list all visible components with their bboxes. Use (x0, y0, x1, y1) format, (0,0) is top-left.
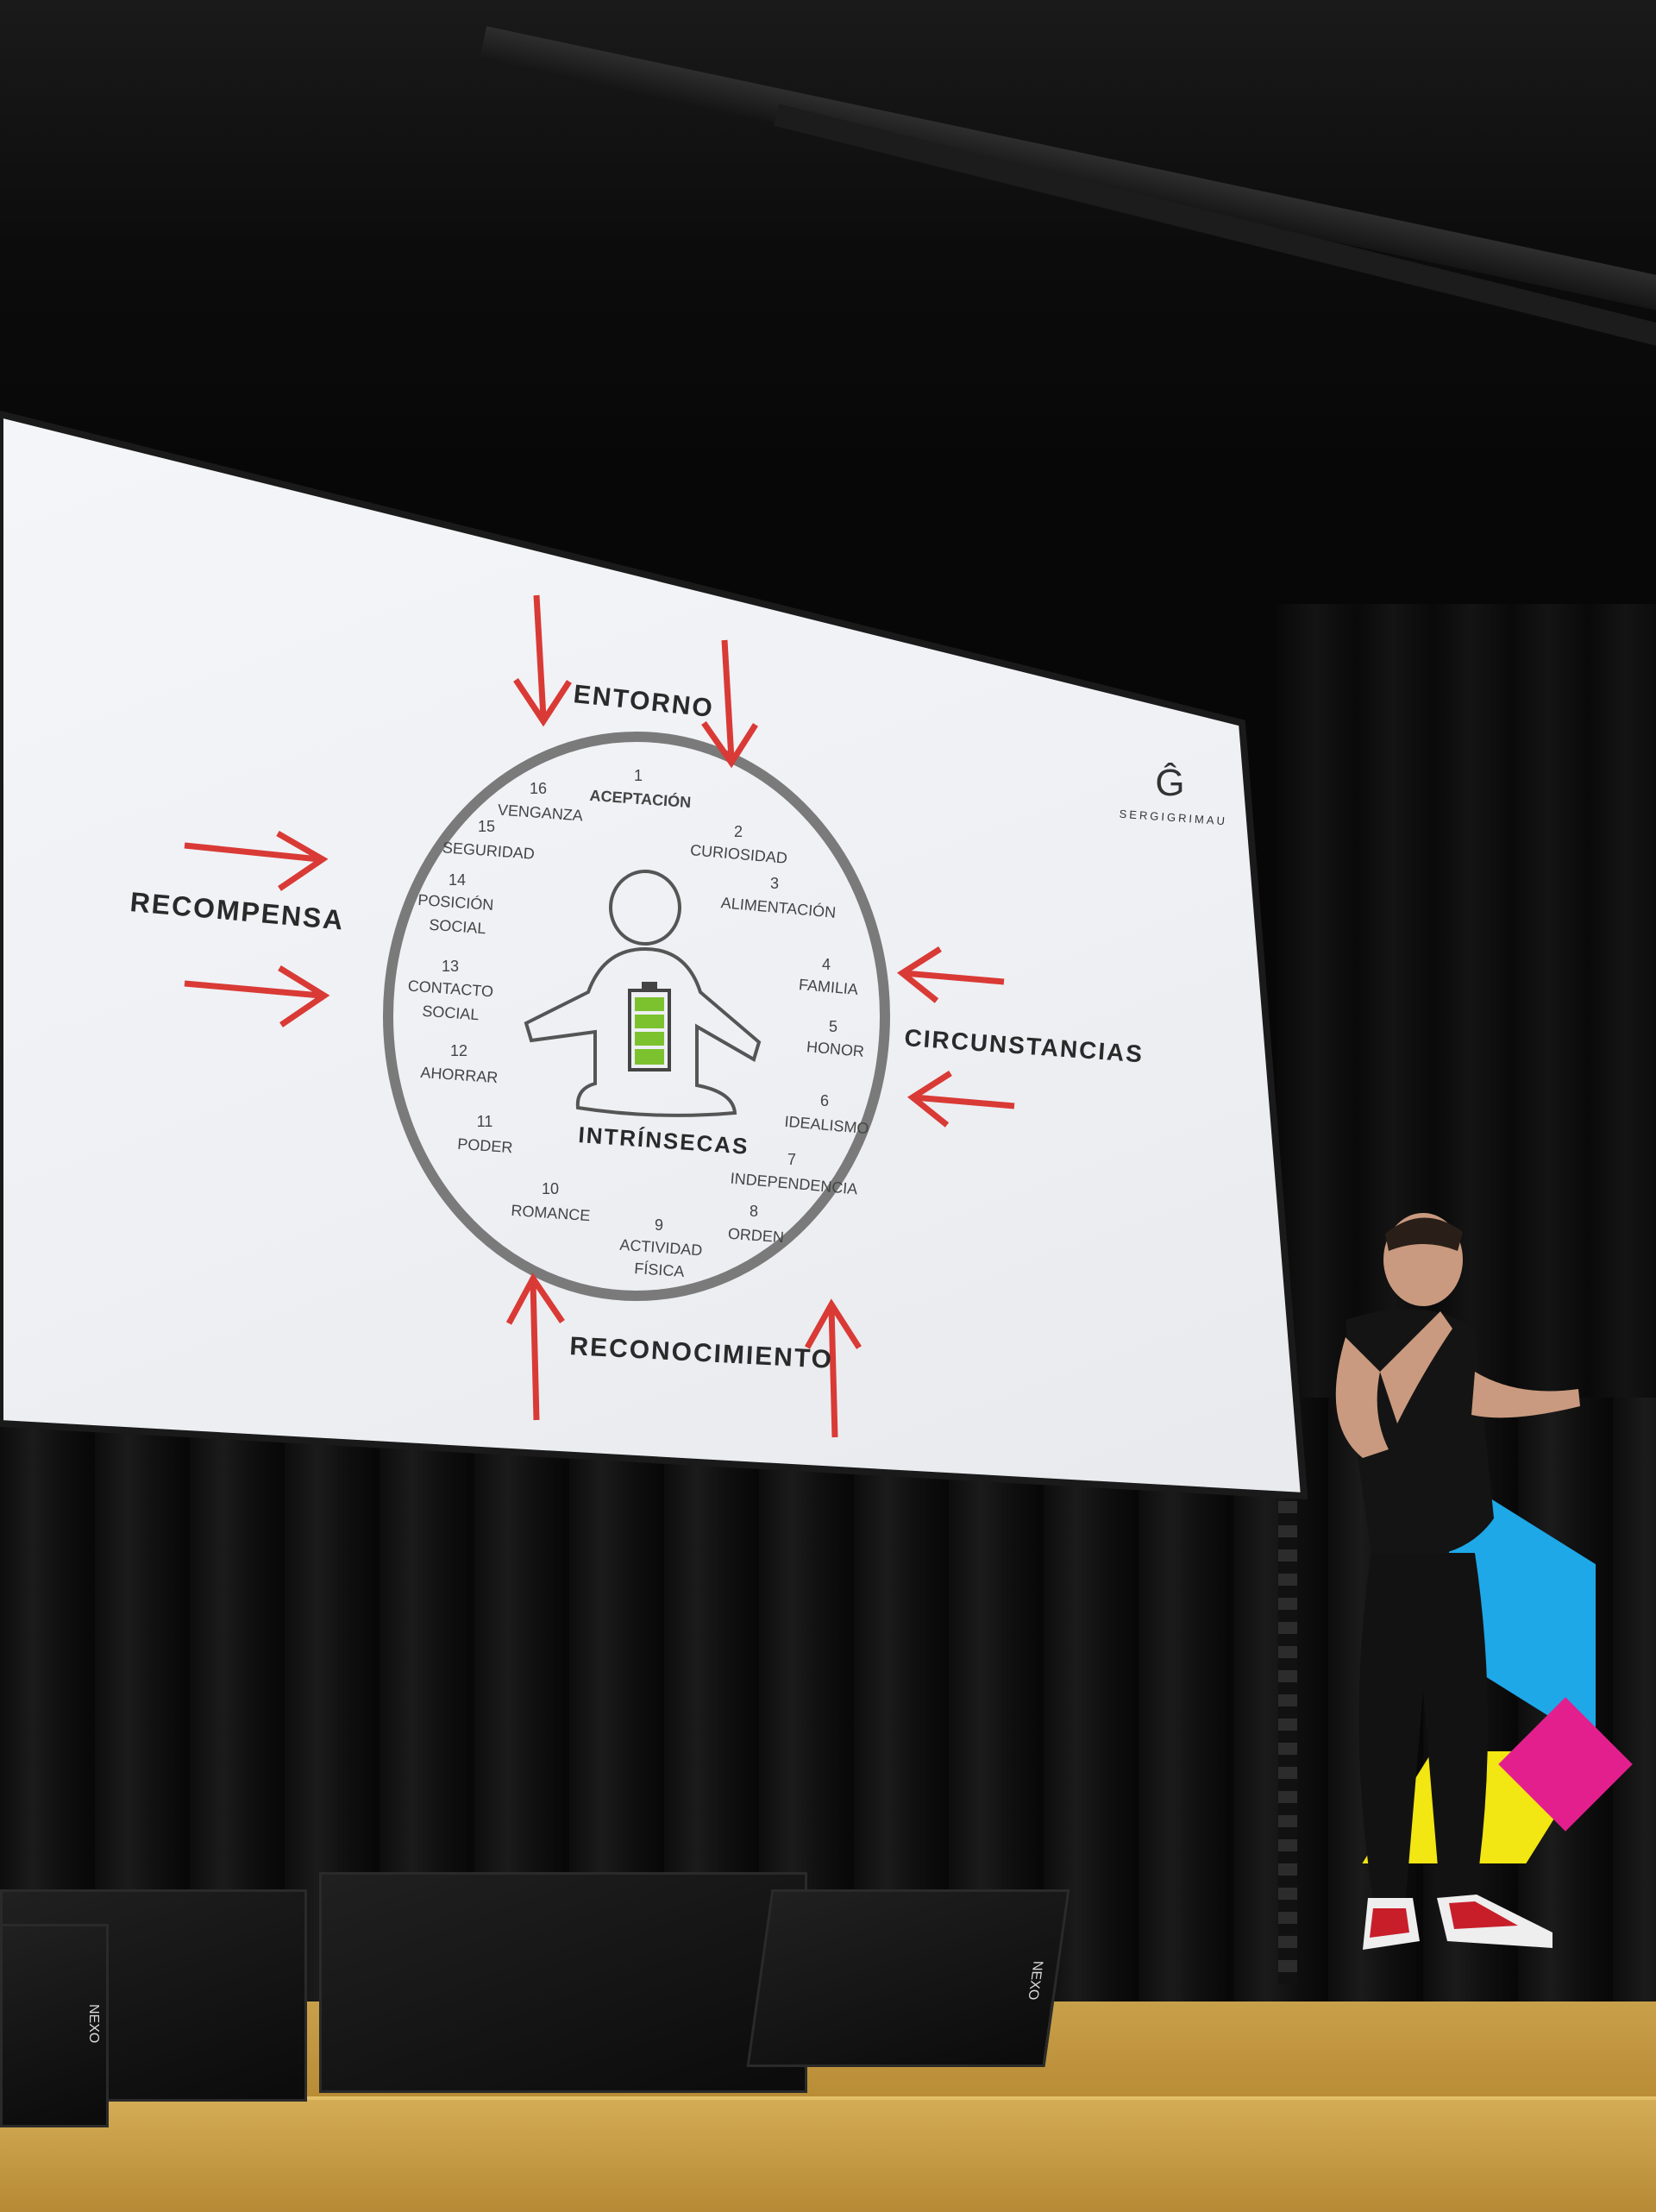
presenter-figure (1335, 1213, 1580, 1950)
item-label: VENGANZA (497, 801, 583, 825)
speaker-brand-label: NEXO (86, 2004, 101, 2044)
item-label: SEGURIDAD (442, 839, 535, 862)
slide-diagram: ENTORNO RECOMPENSA CIRCUNSTANCIAS RECONO… (129, 594, 1227, 1438)
label-entorno: ENTORNO (572, 680, 715, 723)
arrow-bottom-right (804, 1298, 862, 1438)
item-label: HONOR (806, 1038, 864, 1060)
truss-pole (1278, 1501, 1297, 1984)
item-label: FAMILIA (798, 976, 859, 998)
item-label-line2: FÍSICA (634, 1260, 685, 1280)
arrow-right-lower (906, 1071, 1015, 1128)
arrow-top-left (513, 594, 572, 727)
item-number: 2 (734, 823, 743, 840)
item-label-line2: SOCIAL (422, 1002, 480, 1024)
item-label: AHORRAR (420, 1064, 499, 1086)
item-number: 15 (478, 818, 495, 835)
item-number: 5 (829, 1018, 837, 1035)
item-label: ALIMENTACIÓN (720, 893, 837, 921)
battery-icon (628, 982, 671, 1071)
item-number: 8 (750, 1203, 758, 1220)
item-number: 14 (448, 871, 466, 889)
item-label: ORDEN (727, 1225, 784, 1246)
item-label: IDEALISMO (784, 1113, 869, 1137)
speaker-brand-label: NEXO (1025, 1961, 1045, 2001)
item-label: ACEPTACIÓN (589, 786, 692, 811)
stage-front-edge (0, 2096, 1656, 2212)
meditating-figure-icon (524, 870, 762, 1117)
logo-mark: Ĝ (1155, 761, 1187, 804)
arrow-left-lower (184, 965, 330, 1027)
item-number: 4 (822, 956, 831, 973)
label-recompensa: RECOMPENSA (129, 886, 346, 936)
item-label-line2: SOCIAL (429, 916, 486, 938)
speaker-wedge-right: NEXO (746, 1889, 1070, 2067)
item-number: 12 (450, 1042, 467, 1059)
item-label: ROMANCE (511, 1202, 591, 1224)
item-number: 11 (477, 1113, 493, 1130)
logo-text: SERGIGRIMAU (1119, 808, 1227, 828)
label-reconocimiento: RECONOCIMIENTO (569, 1332, 834, 1374)
arrow-top-right (701, 639, 758, 769)
item-label: POSICIÓN (417, 890, 494, 914)
label-intrinsecas: INTRÍNSECAS (578, 1122, 750, 1159)
speaker-wedge-left: NEXO (0, 1924, 109, 2127)
item-label: PODER (457, 1135, 513, 1156)
item-number: 10 (542, 1180, 559, 1197)
item-number: 9 (655, 1216, 663, 1234)
item-number: 13 (442, 958, 459, 975)
item-number: 3 (770, 875, 779, 892)
item-label: CURIOSIDAD (689, 841, 787, 867)
item-label: CONTACTO (407, 977, 493, 1001)
label-circunstancias: CIRCUNSTANCIAS (904, 1024, 1145, 1067)
arrow-bottom-left (505, 1273, 565, 1421)
speaker-box-center (319, 1872, 807, 2093)
item-label: ACTIVIDAD (619, 1236, 703, 1260)
arrow-left-upper (184, 830, 329, 891)
item-number: 6 (820, 1092, 829, 1109)
item-number: 16 (530, 780, 547, 797)
arrow-right-upper (896, 946, 1005, 1003)
item-number: 7 (787, 1151, 796, 1168)
motivation-ring (383, 732, 890, 1301)
item-number: 1 (634, 767, 643, 784)
